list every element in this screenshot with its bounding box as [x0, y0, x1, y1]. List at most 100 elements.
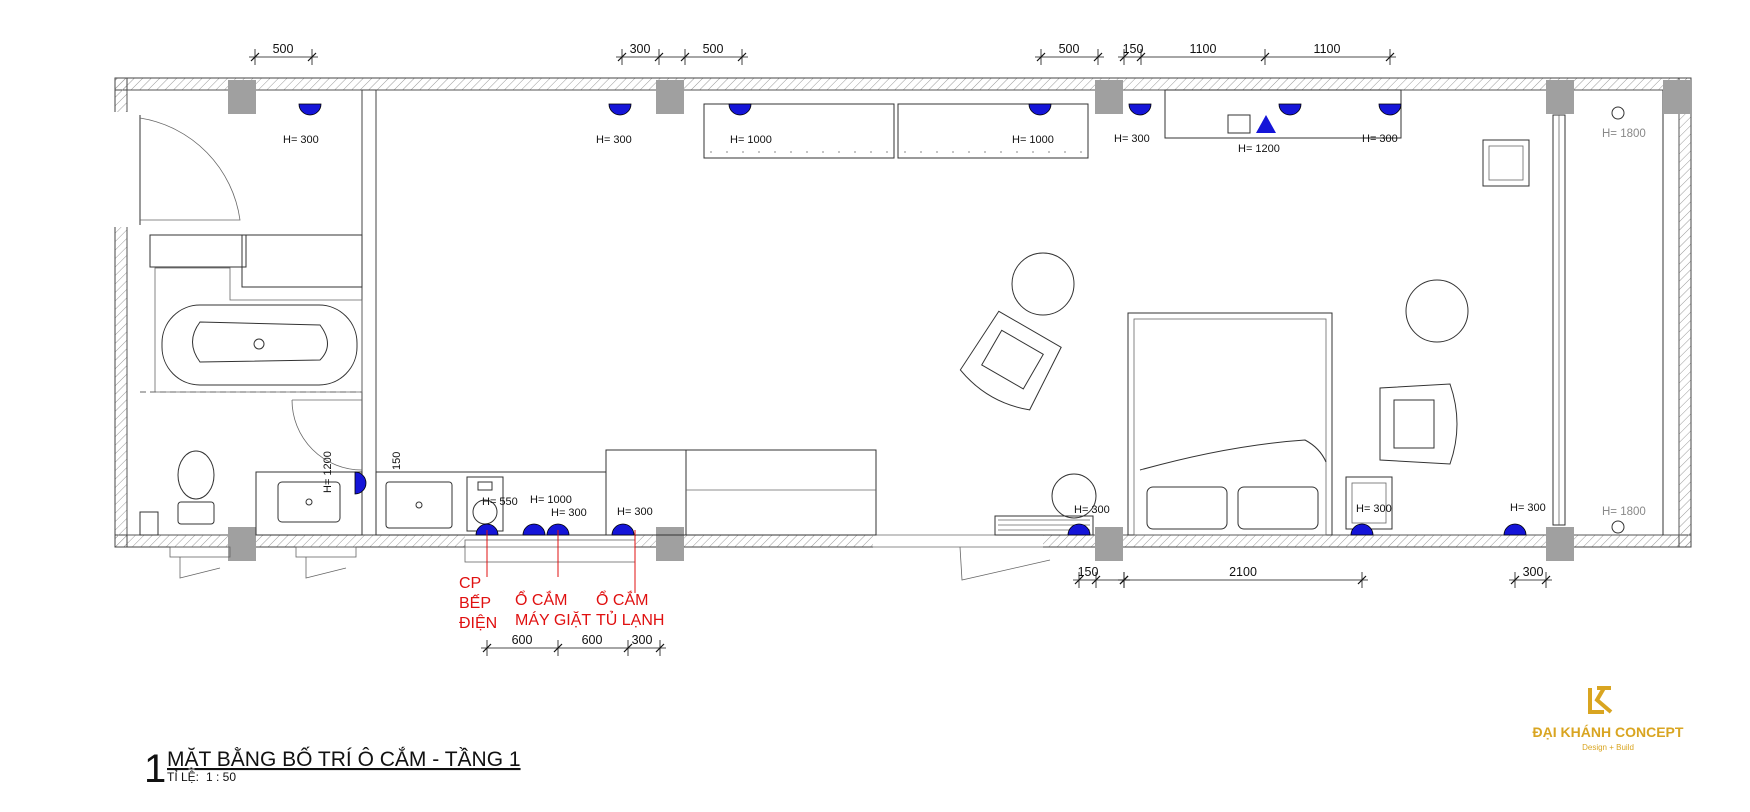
outlet-icon	[1278, 103, 1302, 116]
outlet-icon	[1503, 523, 1527, 536]
outlet-icon	[475, 523, 499, 536]
dimension-label: 300	[630, 42, 651, 56]
dimension-tick	[617, 52, 627, 62]
walls	[114, 77, 1692, 548]
dimension-label: 1100	[1314, 42, 1341, 56]
outlet-icon	[1378, 103, 1402, 116]
dimension-tick	[1260, 52, 1270, 62]
dimension-label: 600	[582, 633, 603, 647]
height-label: H= 300	[1510, 502, 1546, 514]
dimension-tick	[1074, 575, 1084, 585]
column	[1663, 80, 1691, 114]
column	[228, 527, 256, 561]
outlet-notes: CP BẾP ĐIỆN Ổ CẮM MÁY GIẶT Ổ CẮM TỦ LẠNH	[459, 530, 664, 632]
dimension-tick	[737, 52, 747, 62]
height-label: H= 300	[1074, 504, 1110, 516]
height-label: H= 300	[283, 134, 319, 146]
dimension-tick	[1510, 575, 1520, 585]
column	[1095, 80, 1123, 114]
column	[1095, 527, 1123, 561]
height-label: H= 1200	[1238, 143, 1280, 155]
dimension-tick	[1136, 52, 1146, 62]
column	[1546, 80, 1574, 114]
dimension-tick	[623, 643, 633, 653]
brand-tagline: Design + Build	[1582, 743, 1634, 752]
outlet-icon	[611, 523, 635, 536]
dimension-tick	[1036, 52, 1046, 62]
dimension-tick	[680, 52, 690, 62]
brand-logo: ĐẠI KHÁNH CONCEPT Design + Build	[1533, 686, 1684, 752]
outlet-icon	[298, 103, 322, 116]
note-cp-line2: BẾP	[459, 593, 491, 612]
dimension-tick	[655, 643, 665, 653]
height-label: H= 300	[596, 134, 632, 146]
bathroom	[139, 117, 363, 579]
note-washer-line2: MÁY GIẶT	[515, 610, 591, 629]
column	[1546, 527, 1574, 561]
height-label: H= 1200	[322, 451, 334, 493]
dimension-tick	[482, 643, 492, 653]
dimension-tick	[654, 52, 664, 62]
dimension-tick	[1119, 52, 1129, 62]
height-label: H= 300	[1362, 133, 1398, 145]
dimension-tick	[1119, 575, 1129, 585]
height-label: H= 550	[482, 496, 518, 508]
outlet-icon	[1128, 103, 1152, 116]
dimension-label: 2100	[1229, 565, 1257, 579]
dimension-label: 1100	[1190, 42, 1217, 56]
outlet-icon	[1028, 103, 1052, 116]
dimension-label: 500	[273, 42, 294, 56]
note-washer-line1: Ổ CẮM	[515, 590, 567, 609]
drawing-title-text: MẶT BẰNG BỐ TRÍ Ô CẮM - TẦNG 1	[167, 747, 521, 771]
column	[656, 80, 684, 114]
dimension-label: 150	[1078, 565, 1099, 579]
height-label: H= 300	[617, 506, 653, 518]
column	[228, 80, 256, 114]
dimension-tick	[1385, 52, 1395, 62]
scale-value: 1 : 50	[206, 770, 236, 784]
outlet-icon	[728, 103, 752, 116]
outlet-icon	[1067, 523, 1091, 536]
dimension-tick	[1357, 575, 1367, 585]
height-label: H= 300	[1114, 133, 1150, 145]
drawing-title: 1 MẶT BẰNG BỐ TRÍ Ô CẮM - TẦNG 1 TỈ LỆ: …	[144, 747, 521, 791]
height-label: 150	[391, 452, 403, 470]
drawing-number: 1	[144, 747, 166, 791]
height-labels: H= 300 H= 300 H= 1000 H= 1000 H= 300 H= …	[283, 128, 1646, 519]
electrical-outlets	[298, 103, 1527, 536]
dimension-tick	[1093, 52, 1103, 62]
dimension-label: 300	[1523, 565, 1544, 579]
height-label: H= 1800	[1602, 128, 1646, 140]
dimension-label: 500	[703, 42, 724, 56]
dimension-tick	[250, 52, 260, 62]
outlet-icon	[608, 103, 632, 116]
dimension-label: 500	[1059, 42, 1080, 56]
height-label: H= 300	[1356, 503, 1392, 515]
furniture	[959, 106, 1625, 581]
dimension-label: 150	[1123, 42, 1144, 56]
brand-name: ĐẠI KHÁNH CONCEPT	[1533, 724, 1684, 740]
note-cp-line1: CP	[459, 575, 481, 592]
height-label: H= 1800	[1602, 506, 1646, 518]
outlet-icon	[546, 523, 570, 536]
dimension-label: 300	[632, 633, 653, 647]
column	[656, 527, 684, 561]
height-label: H= 1000	[530, 494, 572, 506]
dimension-tick	[1541, 575, 1551, 585]
outlet-icon	[354, 471, 367, 495]
height-label: H= 1000	[730, 134, 772, 146]
note-cp-line3: ĐIỆN	[459, 613, 497, 632]
outlet-icon	[522, 523, 546, 536]
dimension-tick	[553, 643, 563, 653]
dimension-tick	[307, 52, 317, 62]
note-fridge-line2: TỦ LẠNH	[596, 610, 664, 629]
wall-cabinets	[703, 89, 1402, 159]
scale-label: TỈ LỆ:	[167, 769, 199, 784]
logo-mark-icon	[1588, 686, 1613, 714]
dimension-lines: 500 300 500 500 150 1100 1100 150 2100 300 600 600 3…	[249, 42, 1552, 656]
note-fridge-line1: Ổ CẮM	[596, 590, 648, 609]
dimension-label: 600	[512, 633, 533, 647]
outlet-icon	[1350, 523, 1374, 536]
structural-columns	[228, 80, 1691, 561]
